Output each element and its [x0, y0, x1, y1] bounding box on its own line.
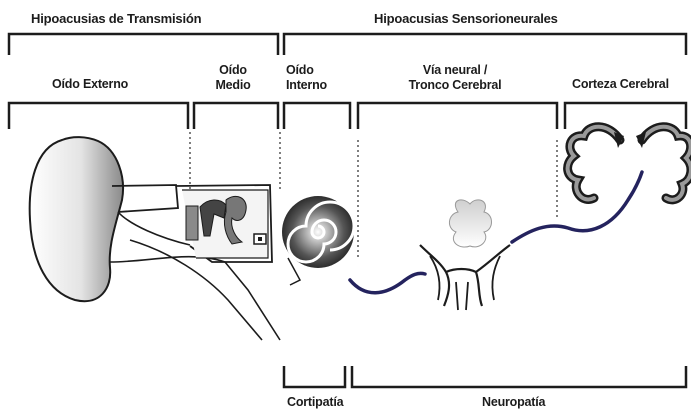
outer-ear-label: Oído Externo — [52, 77, 128, 92]
cochleopathy-label: Cortipatía — [287, 395, 343, 410]
middle-ear-icon — [176, 185, 272, 262]
cochleopathy-bracket — [284, 366, 345, 387]
inner-ear-label-line2: Interno — [286, 78, 327, 93]
transmission-label: Hipoacusias de Transmisión — [31, 11, 201, 26]
brainstem-icon — [420, 200, 510, 310]
neuropathy-label: Neuropatía — [482, 395, 545, 410]
inner-ear-label: Oído Interno — [286, 63, 327, 93]
neural-label: Vía neural / Tronco Cerebral — [390, 63, 520, 93]
neural-label-line2: Tronco Cerebral — [390, 78, 520, 93]
auditory-nerve — [350, 273, 425, 292]
sensorineural-bracket — [284, 34, 686, 55]
middle-ear-label-line1: Oído — [198, 63, 268, 78]
neuropathy-bracket — [352, 366, 686, 387]
middle-ear-bracket — [194, 103, 278, 129]
transmission-bracket — [9, 34, 278, 55]
outer-ear-bracket — [9, 103, 188, 129]
cortex-label: Corteza Cerebral — [572, 77, 669, 92]
inner-ear-bracket — [284, 103, 350, 129]
neural-bracket — [358, 103, 557, 129]
inner-ear-label-line1: Oído — [286, 63, 327, 78]
middle-ear-label-line2: Medio — [198, 78, 268, 93]
middle-ear-label: Oído Medio — [198, 63, 268, 93]
cochlea-icon — [282, 196, 354, 285]
neural-label-line1: Vía neural / — [390, 63, 520, 78]
sensorineural-label: Hipoacusias Sensorioneurales — [374, 11, 558, 26]
cerebral-cortex-icon — [568, 127, 691, 200]
